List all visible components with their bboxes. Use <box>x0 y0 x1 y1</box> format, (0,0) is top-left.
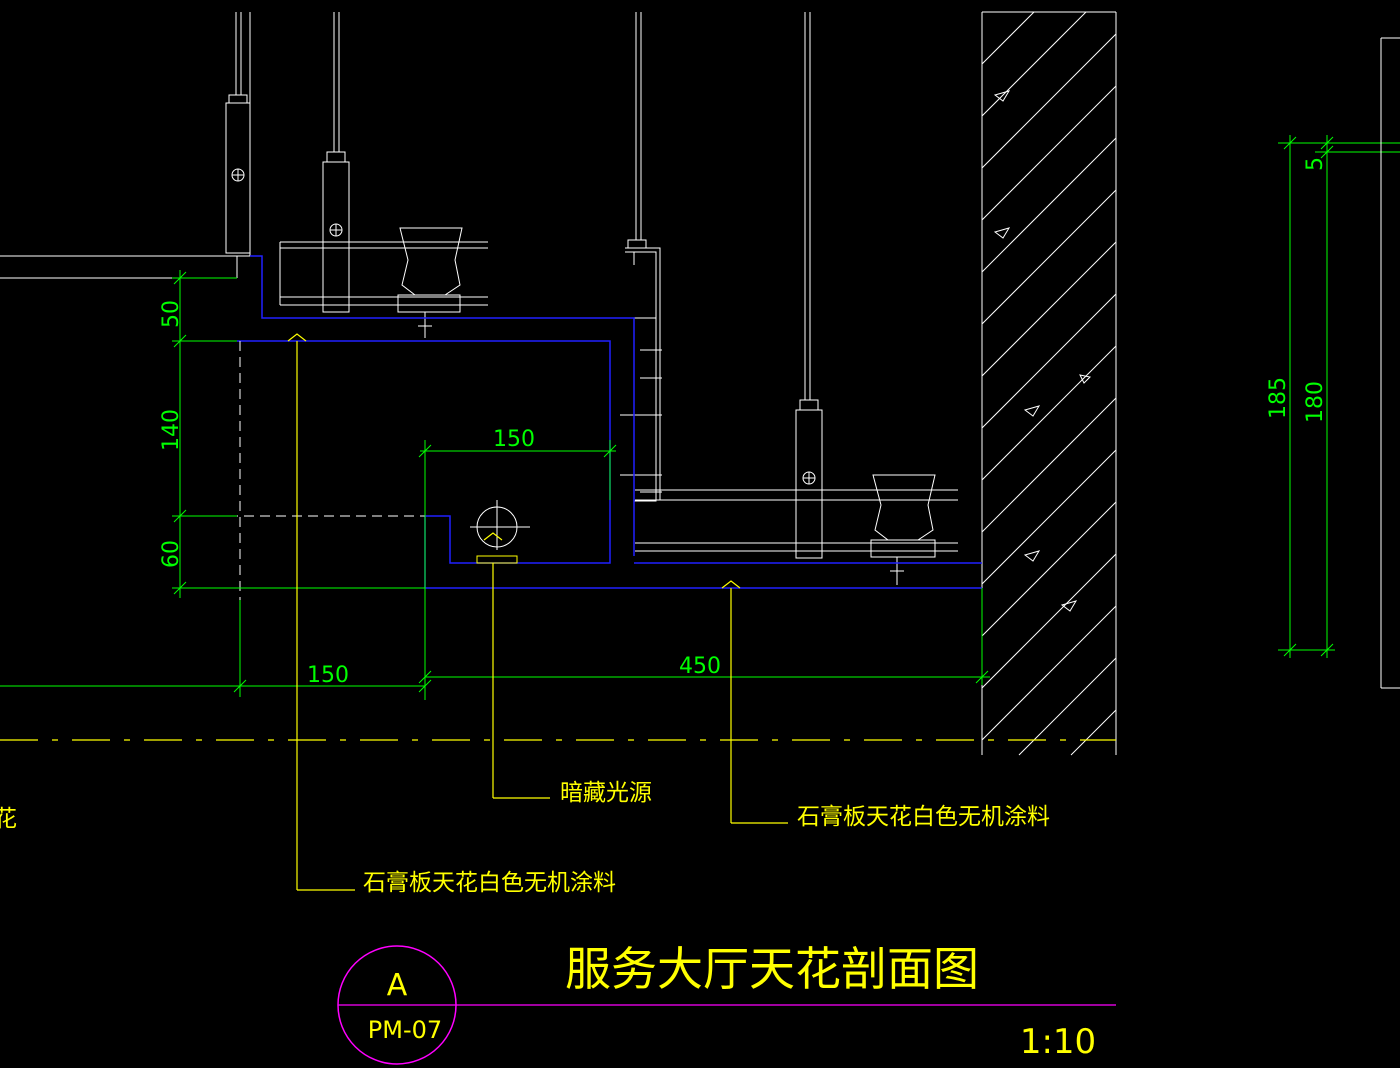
drawing-scale: 1:10 <box>1020 1022 1096 1062</box>
existing-ceiling-left <box>0 12 251 279</box>
wall-hatch-line <box>981 293 1117 429</box>
dimension-lines <box>0 135 1400 700</box>
wall-hatch-line <box>981 397 1117 533</box>
dim-left-50: 50 <box>159 300 184 328</box>
main-channels <box>279 227 958 585</box>
label-cut-off: 花 <box>0 806 17 832</box>
suspension-hangers <box>225 12 823 559</box>
wall-hatch-line <box>981 345 1117 481</box>
wall-hatch-line <box>981 11 1087 117</box>
dim-bottom-450: 450 <box>679 654 721 679</box>
label-concealed-light: 暗藏光源 <box>560 780 652 806</box>
label-gypsum-left: 石膏板天花白色无机涂料 <box>363 870 616 896</box>
gypsum-board-profile <box>237 255 982 589</box>
hidden-lines <box>180 341 425 600</box>
wall-hatch-line <box>981 553 1117 689</box>
wall-hatch-line <box>981 501 1117 637</box>
wall-hatch-line <box>981 11 1035 65</box>
section-mark-sheet: PM-07 <box>368 1016 442 1044</box>
dim-left-60: 60 <box>159 540 184 568</box>
concrete-wall <box>981 11 1117 756</box>
dim-right-185: 185 <box>1266 377 1291 419</box>
dim-bottom-150: 150 <box>307 663 349 688</box>
label-gypsum-right: 石膏板天花白色无机涂料 <box>797 804 1050 830</box>
wall-hatch-line <box>1070 709 1117 756</box>
right-frame <box>1380 37 1400 689</box>
wall-hatch-line <box>981 449 1117 585</box>
wall-hatch-line <box>981 85 1117 221</box>
wall-hatch-line <box>981 189 1117 325</box>
dim-top-150: 150 <box>493 427 535 452</box>
section-mark-letter: A <box>387 968 408 1003</box>
dim-right-5: 5 <box>1303 157 1328 171</box>
drawing-title: 服务大厅天花剖面图 <box>565 942 979 996</box>
wall-hatch-line <box>981 605 1117 741</box>
wall-hatch-line <box>1018 657 1117 756</box>
light-base <box>476 555 518 564</box>
annotation-leaders <box>287 333 788 891</box>
concealed-light-fixture <box>470 500 530 550</box>
dim-right-180: 180 <box>1303 381 1328 423</box>
wall-hatch-line <box>981 137 1117 273</box>
wall-hatch-line <box>981 241 1117 377</box>
wall-hatch-line <box>981 33 1117 169</box>
dim-left-140: 140 <box>159 409 184 451</box>
